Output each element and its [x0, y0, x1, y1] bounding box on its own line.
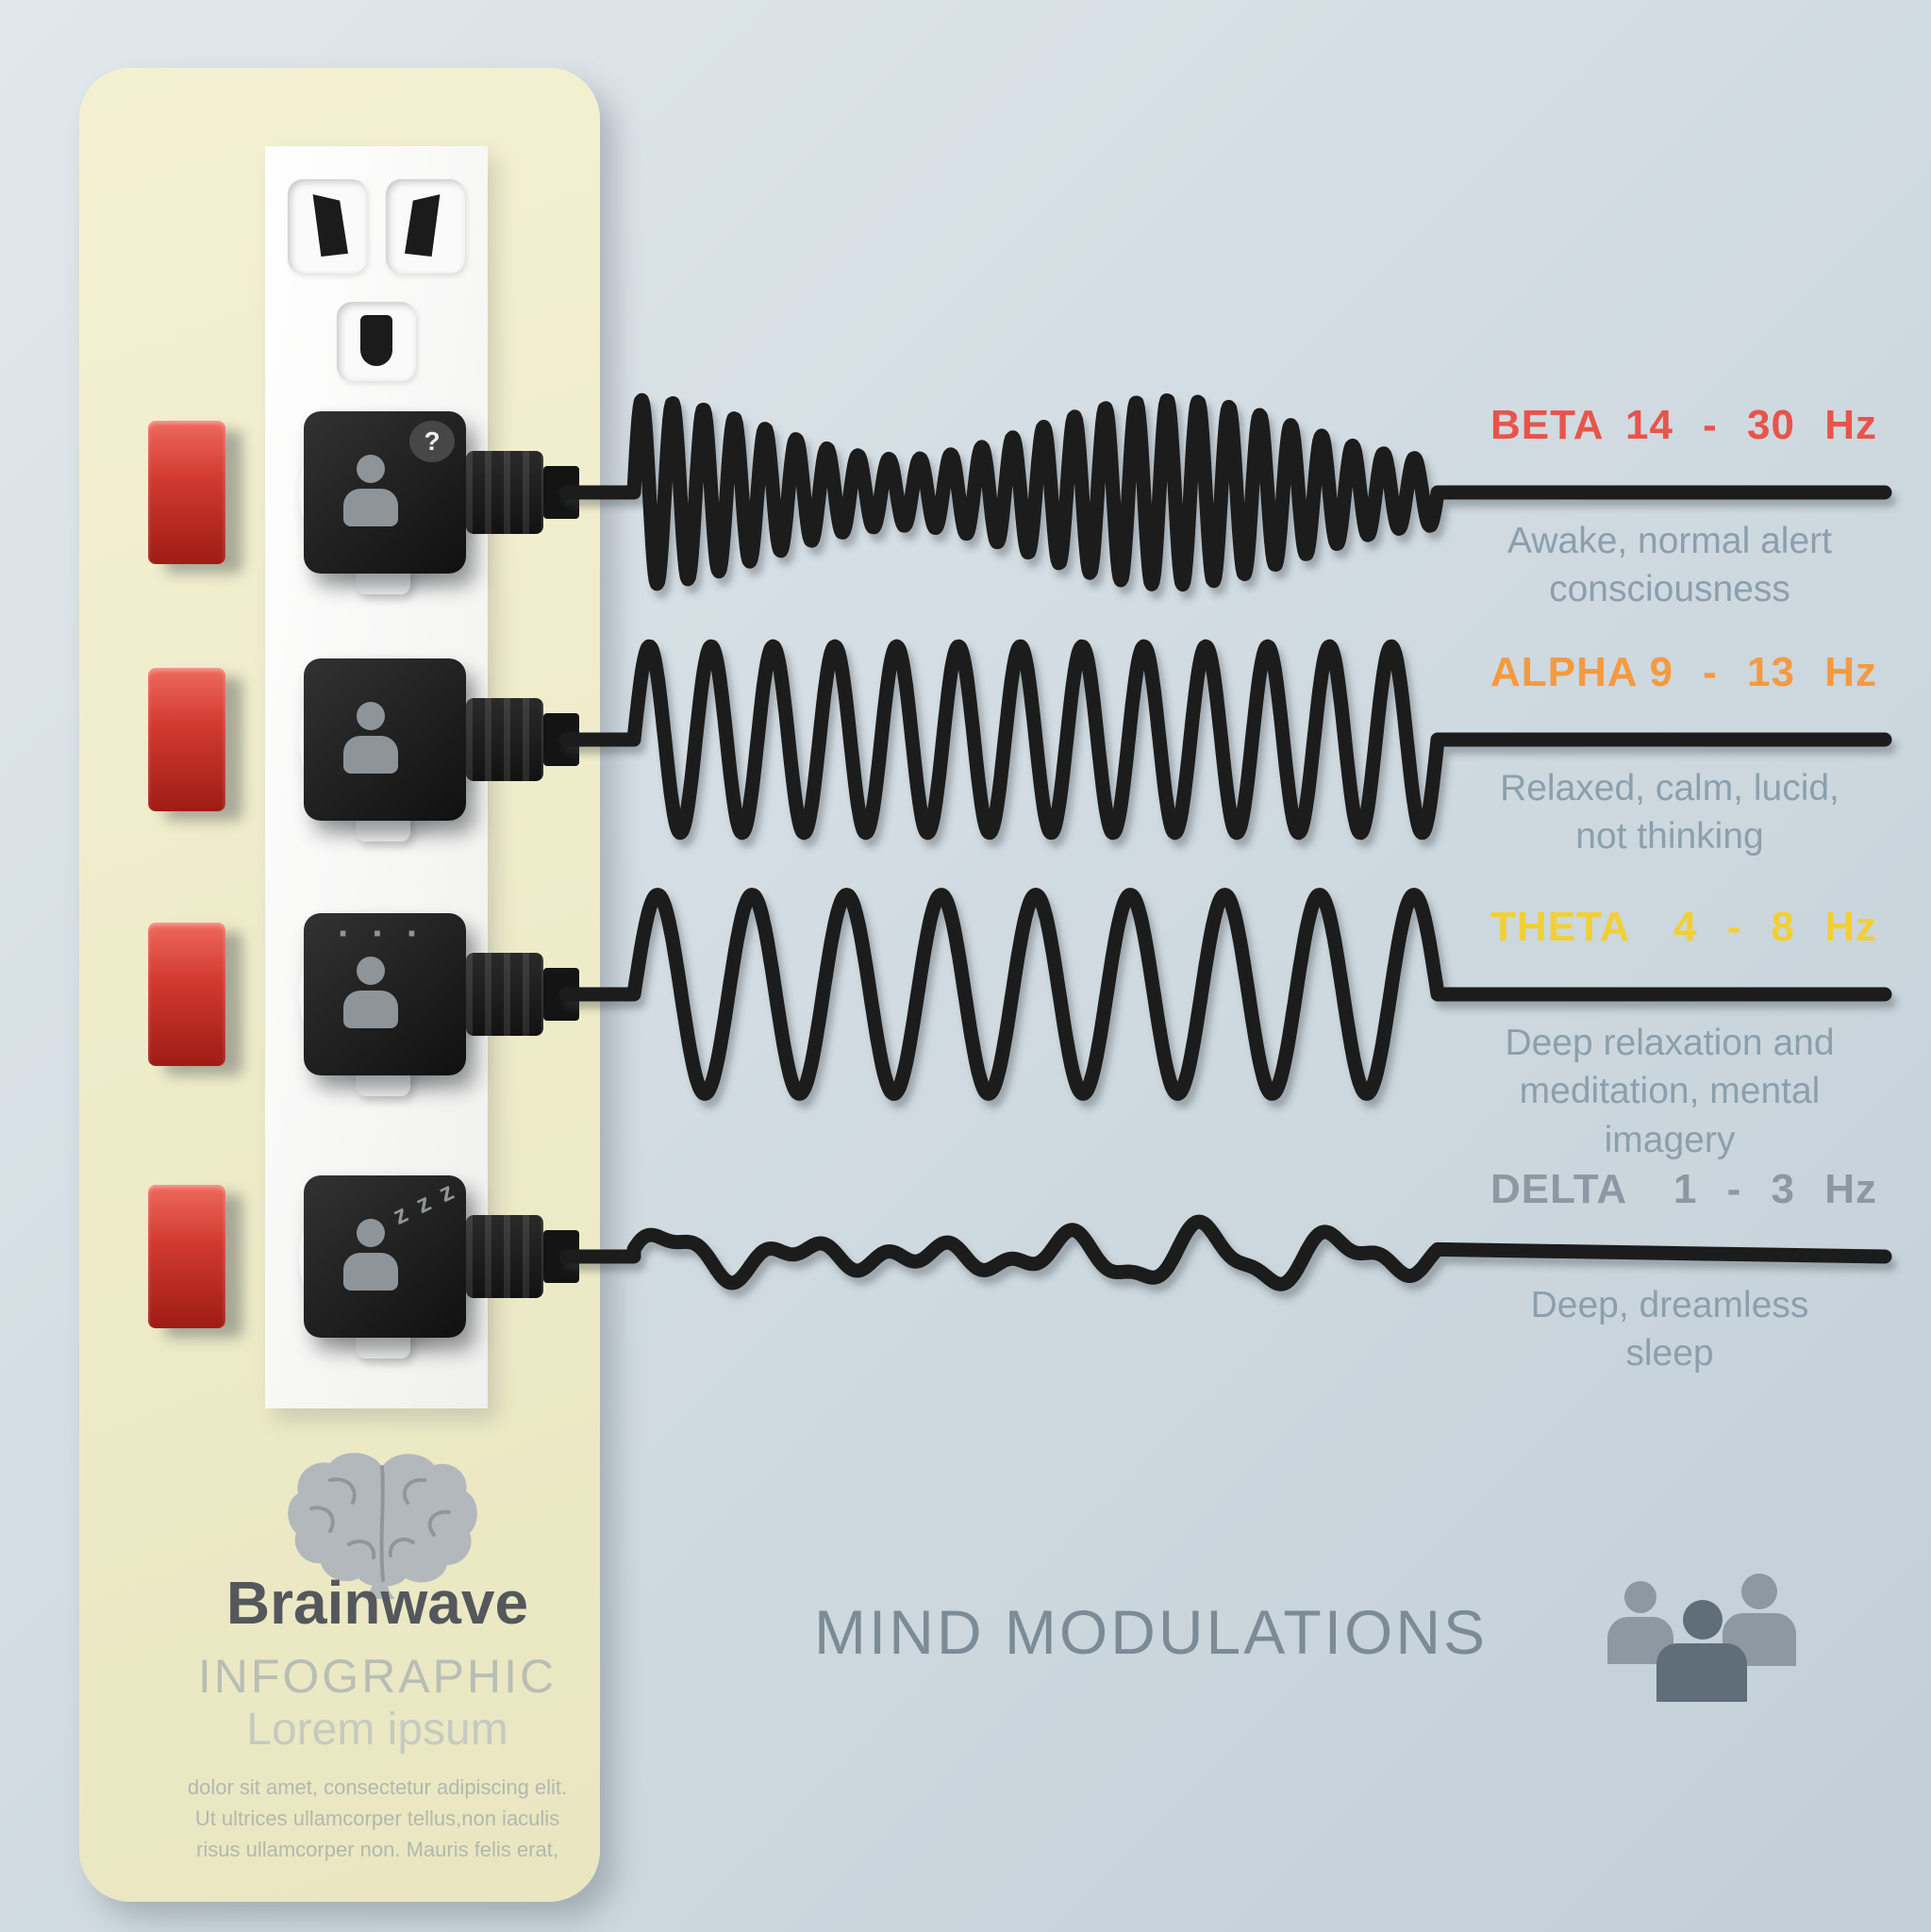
plug-alpha — [304, 658, 466, 821]
outlet-slot-left — [288, 179, 367, 274]
wave-name: ALPHA — [1490, 649, 1639, 695]
brand-body: dolor sit amet, consectetur adipiscing e… — [187, 1775, 568, 1861]
person-icon — [338, 702, 404, 781]
delta-wave-cable — [558, 1214, 1892, 1291]
page-title: MIND MODULATIONS — [813, 1597, 1489, 1667]
alpha-label-row: ALPHA 9 - 13 Hz — [1490, 649, 1877, 696]
person-icon — [338, 957, 404, 1036]
plug-connector-neck — [543, 713, 579, 766]
brand-title: Brainwave — [225, 1569, 529, 1637]
ground-hole-icon — [360, 315, 392, 366]
brand-subtitle: INFOGRAPHIC — [197, 1650, 558, 1703]
dots-icon: · · · — [338, 913, 425, 955]
beta-description: Awake, normal alert consciousness — [1507, 521, 1832, 610]
rocker-switch-alpha — [148, 668, 225, 811]
plug-delta: z z z — [304, 1175, 466, 1338]
outlet-slot-ground — [337, 302, 416, 381]
delta-description: Deep, dreamless sleep — [1530, 1285, 1809, 1374]
plug-connector — [466, 1215, 543, 1298]
beta-label-row: BETA 14 - 30 Hz — [1490, 402, 1877, 449]
rocker-switch-delta — [148, 1185, 225, 1328]
plug-blade-icon — [312, 194, 348, 257]
brain-icon — [288, 1453, 477, 1599]
rocker-switch-theta — [148, 923, 225, 1066]
wave-range: 4 - 8 Hz — [1673, 904, 1877, 950]
sleep-zzz-icon: z z z — [389, 1175, 461, 1230]
plug-connector-neck — [543, 1230, 579, 1283]
person-icon — [338, 1219, 404, 1298]
wave-name: BETA — [1490, 402, 1605, 448]
people-group-icon — [1607, 1574, 1796, 1706]
wave-name: DELTA — [1490, 1166, 1628, 1212]
outlet-slot-right — [386, 179, 465, 274]
wave-range: 1 - 3 Hz — [1673, 1166, 1877, 1212]
plug-connector — [466, 698, 543, 781]
plug-connector-neck — [543, 968, 579, 1021]
plug-connector-neck — [543, 466, 579, 519]
theta-description: Deep relaxation and meditation, mental i… — [1505, 1023, 1835, 1160]
plug-theta: · · · — [304, 913, 466, 1075]
plug-connector — [466, 953, 543, 1036]
rocker-switch-beta — [148, 421, 225, 564]
theta-label-row: THETA 4 - 8 Hz — [1490, 904, 1877, 951]
wave-range: 9 - 13 Hz — [1649, 649, 1877, 695]
alpha-description: Relaxed, calm, lucid, not thinking — [1500, 768, 1839, 858]
delta-label-row: DELTA 1 - 3 Hz — [1490, 1166, 1877, 1213]
wave-range: 14 - 30 Hz — [1625, 402, 1877, 448]
person-icon — [338, 455, 404, 534]
plug-connector — [466, 451, 543, 534]
plug-beta: ? — [304, 411, 466, 574]
question-bubble-icon: ? — [409, 421, 455, 462]
wave-name: THETA — [1490, 904, 1631, 950]
brand-lorem: Lorem ipsum — [246, 1705, 508, 1755]
plug-blade-icon — [405, 194, 446, 257]
